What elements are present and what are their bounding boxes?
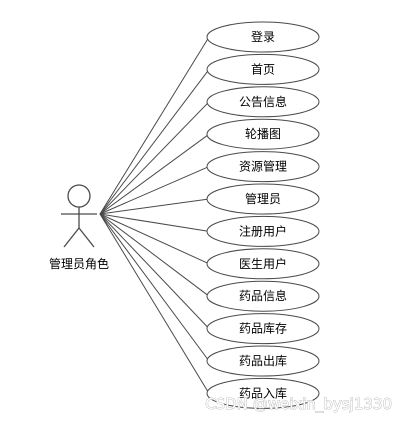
association-line xyxy=(99,213,210,362)
use-case-ellipse xyxy=(206,313,320,345)
use-case-ellipse xyxy=(206,345,320,377)
actor-admin: 管理员角色 xyxy=(49,184,109,271)
use-case-ellipse xyxy=(206,53,320,85)
use-case-label: 医生用户 xyxy=(239,256,287,271)
use-case: 药品信息 xyxy=(206,280,320,312)
use-case: 药品入库 xyxy=(206,377,320,409)
use-case-ellipse xyxy=(206,248,320,280)
use-case: 资源管理 xyxy=(206,151,320,183)
use-case-label: 资源管理 xyxy=(239,159,287,174)
use-case-label: 药品信息 xyxy=(239,288,287,303)
use-case-ellipse xyxy=(206,21,320,53)
use-case-label: 管理员 xyxy=(245,191,281,206)
actor-right-leg xyxy=(78,227,95,248)
association-line xyxy=(99,213,210,265)
use-case-ellipse xyxy=(206,151,320,183)
association-lines xyxy=(99,36,210,394)
use-case-ellipse xyxy=(206,215,320,247)
use-case-label: 注册用户 xyxy=(239,223,287,238)
use-cases: 登录首页公告信息轮播图资源管理管理员注册用户医生用户药品信息药品库存药品出库药品… xyxy=(206,21,320,409)
use-case-label: 药品入库 xyxy=(239,385,287,400)
use-case: 注册用户 xyxy=(206,215,320,247)
use-case-label: 药品出库 xyxy=(239,353,287,368)
association-line xyxy=(99,213,210,329)
use-case-label: 首页 xyxy=(251,62,275,76)
actor-label: 管理员角色 xyxy=(49,256,109,271)
use-case: 药品库存 xyxy=(206,313,320,345)
association-line xyxy=(99,69,210,215)
use-case: 首页 xyxy=(206,53,320,85)
use-case-ellipse xyxy=(206,377,320,409)
association-line xyxy=(99,166,210,215)
use-case-ellipse xyxy=(206,280,320,312)
use-case-label: 轮播图 xyxy=(245,127,281,141)
use-case-label: 公告信息 xyxy=(239,94,287,109)
use-case: 登录 xyxy=(206,21,320,53)
association-line xyxy=(99,101,210,215)
use-case-label: 药品库存 xyxy=(239,321,287,336)
use-case: 药品出库 xyxy=(206,345,320,377)
use-case: 医生用户 xyxy=(206,248,320,280)
watermark: CSDN @weixin_bysj1330 xyxy=(205,395,392,414)
association-line xyxy=(99,213,210,297)
use-case-ellipse xyxy=(206,86,320,118)
use-case-ellipse xyxy=(206,118,320,150)
use-case: 管理员 xyxy=(206,183,320,215)
association-line xyxy=(99,213,210,394)
association-line xyxy=(99,133,210,215)
use-case: 轮播图 xyxy=(206,118,320,150)
actor-left-leg xyxy=(63,227,80,248)
use-case-ellipse xyxy=(206,183,320,215)
association-line xyxy=(99,213,210,232)
use-case: 公告信息 xyxy=(206,86,320,118)
association-line xyxy=(99,36,210,215)
use-case-label: 登录 xyxy=(251,29,275,44)
association-line xyxy=(99,198,210,215)
actor-head xyxy=(67,184,91,208)
